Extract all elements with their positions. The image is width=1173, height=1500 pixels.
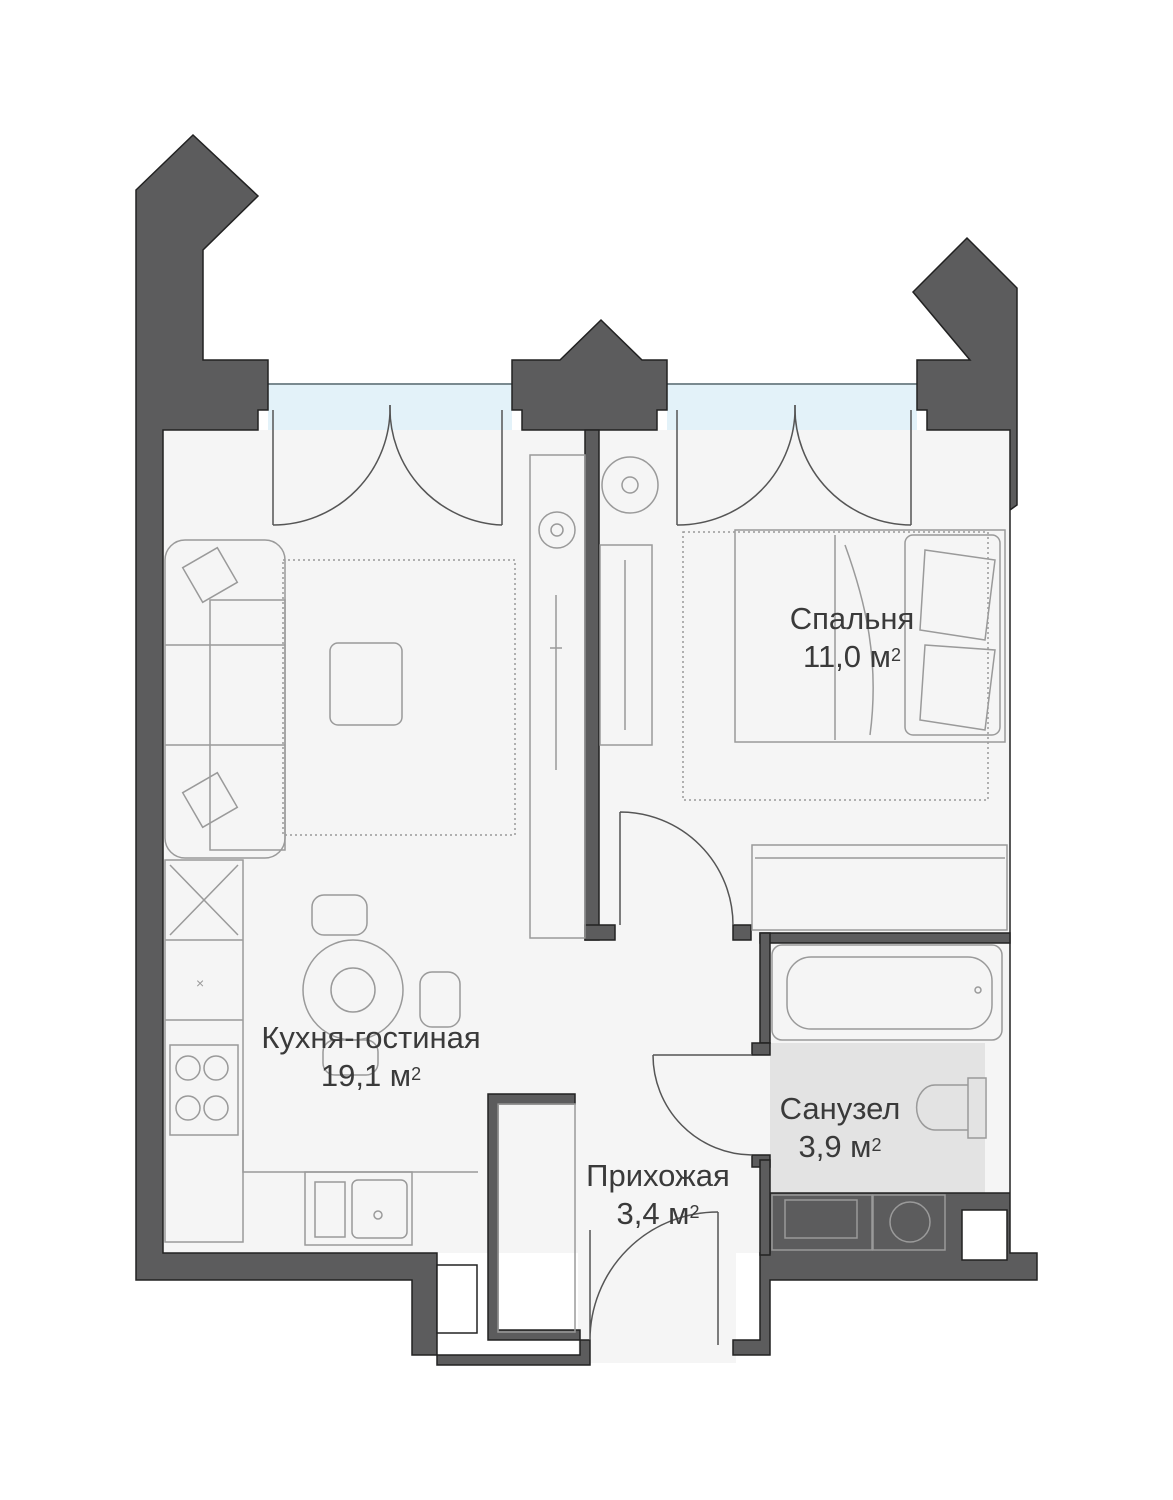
label-bathroom: Санузел 3,9 м2 bbox=[780, 1090, 901, 1166]
plant-icon bbox=[538, 511, 576, 549]
door-swing-icon bbox=[389, 404, 503, 526]
stove-icon bbox=[169, 1044, 239, 1136]
washing-machine-icon bbox=[872, 1194, 946, 1251]
door-swing-icon bbox=[676, 404, 796, 526]
room-area: 3,4 м2 bbox=[616, 1196, 700, 1231]
wardrobe-icon bbox=[497, 1103, 576, 1333]
svg-text:×: × bbox=[196, 975, 204, 991]
door-swing-icon bbox=[794, 404, 912, 526]
label-bedroom: Спальня 11,0 м2 bbox=[790, 600, 915, 676]
door-swing-icon bbox=[272, 404, 391, 526]
door-swing-icon bbox=[589, 1211, 719, 1341]
rug bbox=[282, 559, 516, 836]
room-name: Спальня bbox=[789, 601, 915, 636]
dining-table-icon bbox=[302, 894, 461, 1076]
walls bbox=[135, 133, 1038, 1366]
room-name: Санузел bbox=[779, 1091, 901, 1126]
door-swing-icon bbox=[652, 1054, 753, 1156]
coffee-table-icon bbox=[329, 642, 403, 726]
bathtub-icon bbox=[771, 944, 1003, 1041]
room-area: 3,9 м2 bbox=[798, 1129, 882, 1164]
doors bbox=[272, 404, 912, 1345]
tv-stand bbox=[529, 454, 586, 939]
wardrobe-icon bbox=[751, 844, 1008, 931]
room-name: Прихожая bbox=[586, 1158, 730, 1193]
kitchen-sink-icon bbox=[314, 1179, 408, 1239]
room-area: 11,0 м2 bbox=[803, 639, 901, 674]
bed-icon bbox=[734, 529, 1006, 743]
plant-icon bbox=[601, 456, 659, 514]
door-swing-icon bbox=[619, 811, 734, 926]
label-kitchen-living: Кухня-гостиная 19,1 м2 bbox=[261, 1019, 480, 1095]
sink-icon bbox=[771, 1194, 873, 1251]
toilet-icon bbox=[915, 1077, 987, 1139]
room-name: Кухня-гостиная bbox=[261, 1020, 481, 1055]
kitchen-counter: × bbox=[164, 859, 478, 1246]
bathroom-tiles bbox=[770, 1043, 985, 1193]
windows bbox=[268, 383, 917, 430]
window-right bbox=[667, 383, 917, 430]
label-hallway: Прихожая 3,4 м2 bbox=[586, 1157, 730, 1233]
room-area: 19,1 м2 bbox=[320, 1058, 422, 1093]
sofa-icon bbox=[164, 539, 286, 859]
furniture: × bbox=[164, 454, 1008, 1333]
rug bbox=[682, 531, 989, 801]
